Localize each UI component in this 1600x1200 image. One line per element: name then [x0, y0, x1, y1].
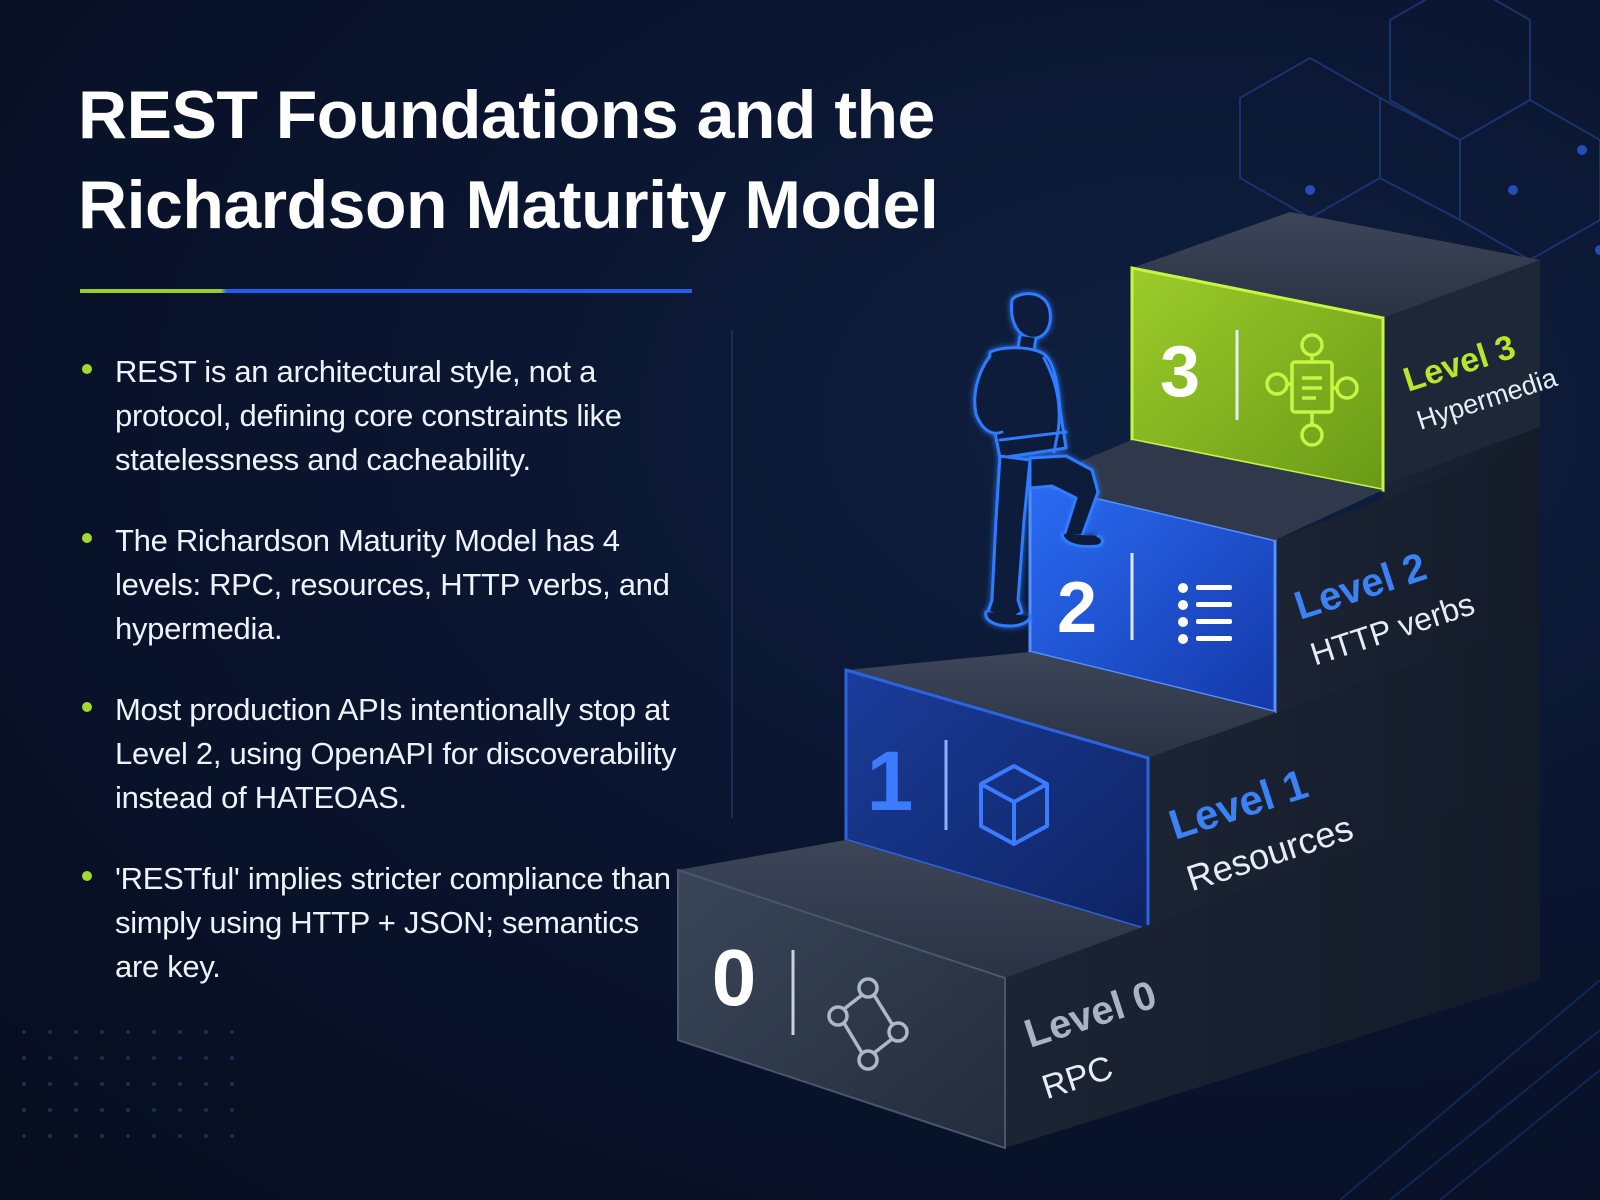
bullet-item: The Richardson Maturity Model has 4 leve… [80, 519, 680, 651]
circuit-lines-decoration [1339, 979, 1600, 1200]
climbing-person-icon [973, 292, 1104, 628]
bullet-list: REST is an architectural style, not a pr… [80, 350, 680, 1026]
step-number-2: 2 [1057, 568, 1097, 648]
bullet-text: 'RESTful' implies stricter compliance th… [115, 861, 671, 984]
hypermedia-document-icon [1265, 333, 1359, 447]
title-underline [80, 289, 692, 293]
dot-grid-pattern [22, 1030, 234, 1138]
bullet-dot [82, 533, 92, 543]
bullet-item: REST is an architectural style, not a pr… [80, 350, 680, 482]
step-number-1: 1 [867, 734, 914, 828]
title-line-2: Richardson Maturity Model [78, 167, 939, 243]
cube-icon [979, 764, 1049, 846]
bullet-text: Most production APIs intentionally stop … [115, 692, 677, 815]
bullet-text: REST is an architectural style, not a pr… [115, 354, 622, 477]
step-level-1 [844, 620, 1540, 933]
bullet-dot [82, 871, 92, 881]
step-number-3: 3 [1160, 332, 1200, 412]
staircase [677, 212, 1540, 1150]
step-number-0: 0 [712, 933, 757, 1022]
list-icon [1178, 583, 1232, 644]
page-title: REST Foundations and the Richardson Matu… [78, 70, 1078, 250]
bullet-text: The Richardson Maturity Model has 4 leve… [115, 523, 670, 646]
bullet-item: 'RESTful' implies stricter compliance th… [80, 857, 680, 989]
step-dividers [791, 330, 1239, 1035]
bullet-item: Most production APIs intentionally stop … [80, 688, 680, 820]
title-line-1: REST Foundations and the [78, 77, 935, 153]
bullet-dot [82, 364, 92, 374]
network-icon [827, 977, 909, 1071]
bullet-dot [82, 702, 92, 712]
vertical-divider [731, 330, 733, 818]
